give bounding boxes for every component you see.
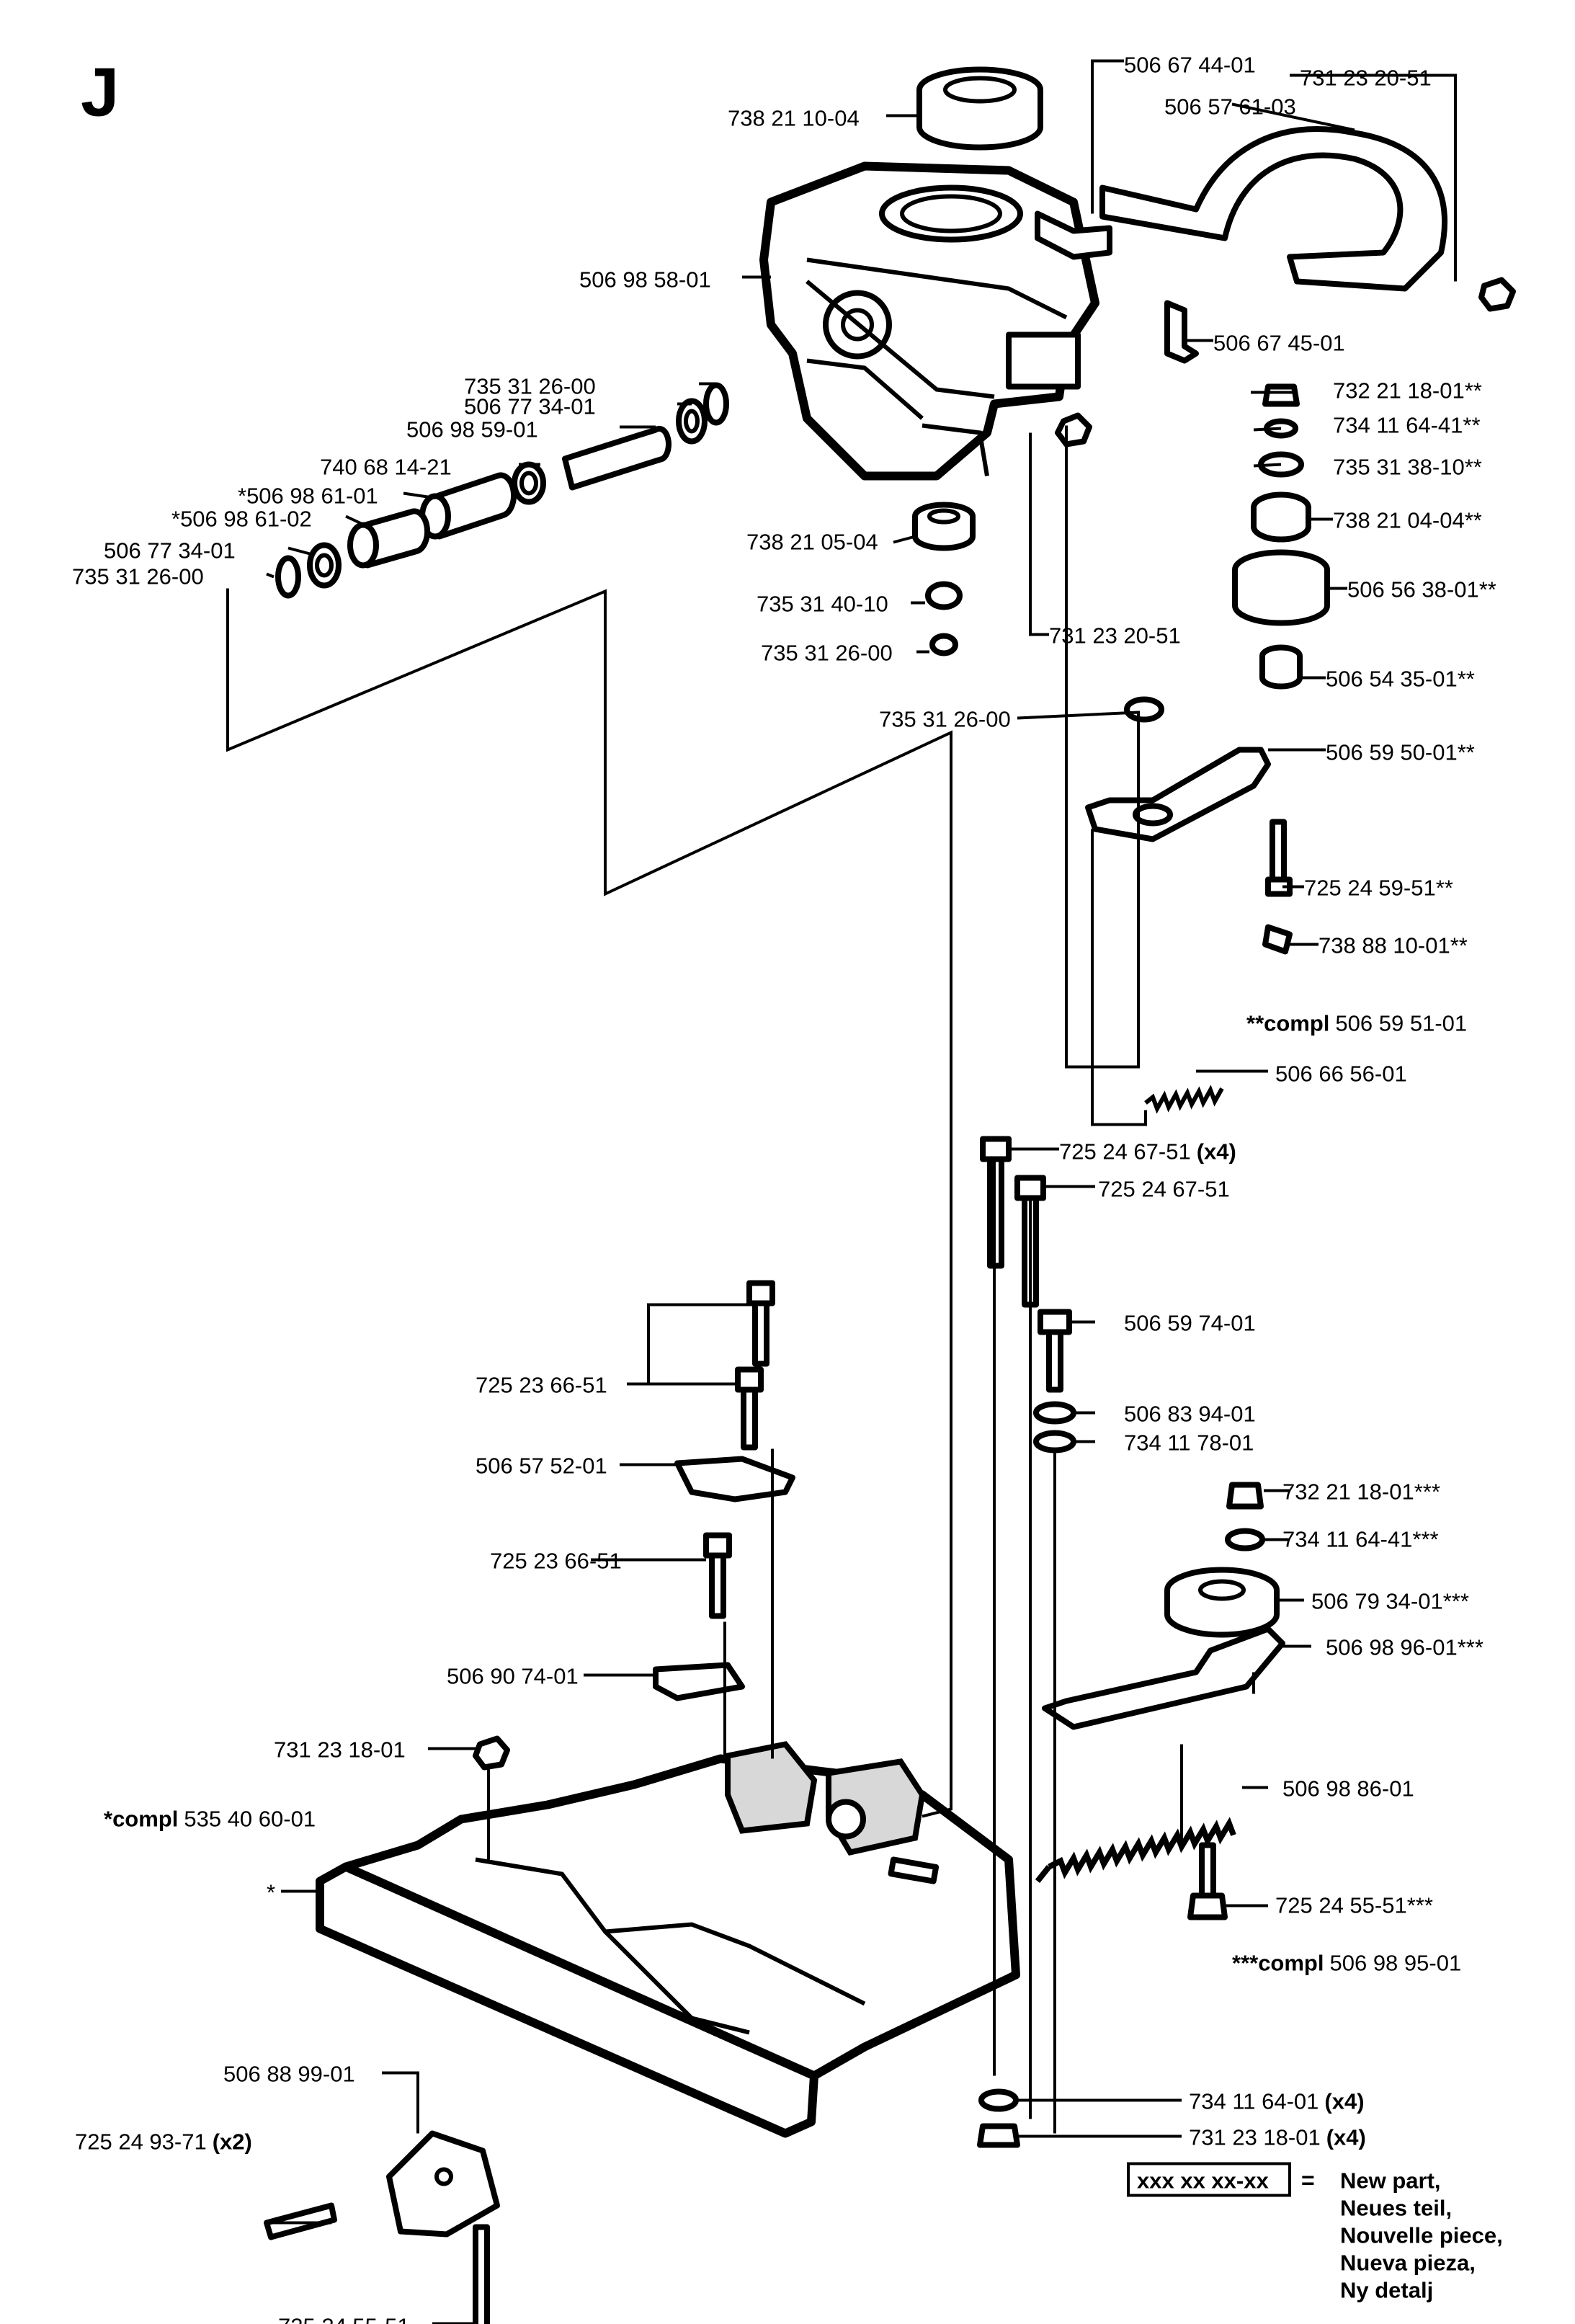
legend-line-5: Ny detalj xyxy=(1340,2278,1433,2303)
legend-line-3: Nouvelle piece, xyxy=(1340,2223,1503,2248)
label-734-11-64-41-a: 734 11 64-41** xyxy=(1333,413,1481,438)
label-506-98-61-01: *506 98 61-01 xyxy=(238,484,378,509)
shaft-parts xyxy=(275,382,729,599)
strap-506-57-61-03 xyxy=(1099,126,1447,292)
label-506-57-61-03: 506 57 61-03 xyxy=(1164,94,1296,120)
label-735-31-40-10: 735 31 40-10 xyxy=(757,592,888,617)
label-506-57-52-01: 506 57 52-01 xyxy=(476,1453,607,1479)
label-506-83-94-01: 506 83 94-01 xyxy=(1124,1402,1256,1427)
label-731-23-18-01-b: 731 23 18-01(x4) xyxy=(1189,2125,1366,2150)
label-725-24-59-51: 725 24 59-51** xyxy=(1304,876,1453,901)
hinge-bracket xyxy=(264,2130,500,2324)
left-bolts-brackets xyxy=(473,1280,795,1771)
arm-506-59-50-01 xyxy=(1085,747,1293,955)
label-506-66-56-01: 506 66 56-01 xyxy=(1275,1061,1407,1087)
right-stack-parts xyxy=(1232,383,1330,690)
legend: xxx xx xx-xx = New part, Neues teil, Nou… xyxy=(1127,2162,1503,2303)
label-740-68-14-21: 740 68 14-21 xyxy=(320,455,452,480)
label-506-59-50-01: 506 59 50-01** xyxy=(1326,740,1475,765)
long-bolts xyxy=(980,1136,1076,1453)
label-738-21-05-04: 738 21 05-04 xyxy=(746,530,878,555)
housing-506-98-58-01 xyxy=(759,161,1099,481)
label-738-21-10-04: 738 21 10-04 xyxy=(728,106,860,131)
legend-line-4: Nueva pieza, xyxy=(1340,2250,1476,2276)
label-506-98-86-01: 506 98 86-01 xyxy=(1282,1776,1414,1802)
legend-sample-number: xxx xx xx-xx xyxy=(1137,2168,1269,2194)
label-725-24-67-51-x4: 725 24 67-51(x4) xyxy=(1059,1139,1236,1165)
label-735-31-26-00-a: 735 31 26-00 xyxy=(464,374,596,399)
bracket-506-67-45-01 xyxy=(1164,300,1199,364)
label-725-24-67-51: 725 24 67-51 xyxy=(1098,1177,1230,1202)
label-738-88-10-01: 738 88 10-01** xyxy=(1319,933,1468,958)
lower-housing-parts xyxy=(912,502,1164,723)
label-734-11-64-01: 734 11 64-01(x4) xyxy=(1189,2089,1365,2114)
label-731-23-20-51-mid: 731 23 20-51 xyxy=(1049,623,1181,649)
label-506-54-35-01: 506 54 35-01** xyxy=(1326,667,1475,692)
label-731-23-20-51-top: 731 23 20-51 xyxy=(1300,66,1432,91)
label-506-98-61-02: *506 98 61-02 xyxy=(171,507,312,532)
label-506-98-59-01: 506 98 59-01 xyxy=(406,417,538,442)
part-labels: 506 67 44-01 731 23 20-51 506 57 61-03 7… xyxy=(72,53,1496,2324)
pulley-assembly xyxy=(1035,1482,1285,1920)
label-735-31-38-10: 735 31 38-10** xyxy=(1333,455,1482,480)
label-732-21-18-01-a: 732 21 18-01** xyxy=(1333,378,1482,404)
label-506-67-45-01: 506 67 45-01 xyxy=(1213,331,1345,356)
spring-506-66-56-01 xyxy=(1144,1085,1224,1114)
label-star: * xyxy=(267,1880,275,1905)
label-725-24-93-71: 725 24 93-71(x2) xyxy=(75,2129,252,2155)
label-738-21-04-04: 738 21 04-04** xyxy=(1333,508,1482,533)
label-506-77-34-01-b: 506 77 34-01 xyxy=(104,538,236,564)
bearing-738-21-10-04 xyxy=(916,66,1043,151)
label-506-98-58-01: 506 98 58-01 xyxy=(579,267,711,293)
bracket-506-67-44-01 xyxy=(1035,210,1112,260)
base-plate xyxy=(316,1741,1020,2138)
label-725-24-55-51-a: 725 24 55-51*** xyxy=(1275,1893,1433,1918)
label-731-23-18-01-a: 731 23 18-01 xyxy=(274,1737,406,1763)
label-735-31-26-00-b: 735 31 26-00 xyxy=(72,564,204,589)
legend-sample-box xyxy=(1127,2162,1291,2197)
bottom-washer-nut xyxy=(977,2088,1020,2148)
legend-line-1: New part, xyxy=(1340,2168,1441,2194)
label-725-23-66-51-b: 725 23 66-51 xyxy=(490,1549,622,1574)
label-506-88-99-01: 506 88 99-01 xyxy=(223,2062,355,2087)
label-734-11-78-01: 734 11 78-01 xyxy=(1124,1430,1254,1456)
label-506-77-34-01-a: 506 77 34-01 xyxy=(464,394,596,419)
label-725-23-66-51-a: 725 23 66-51 xyxy=(476,1373,607,1398)
nut-731-23-20-51-mid xyxy=(1055,412,1092,448)
label-735-31-26-00-c: 735 31 26-00 xyxy=(761,641,893,666)
label-732-21-18-01-b: 732 21 18-01*** xyxy=(1282,1479,1440,1505)
legend-equals: = xyxy=(1301,2168,1315,2194)
label-506-79-34-01: 506 79 34-01*** xyxy=(1311,1589,1469,1614)
nut-731-23-20-51-top xyxy=(1478,277,1516,312)
label-506-90-74-01: 506 90 74-01 xyxy=(447,1664,579,1689)
label-735-31-26-00-d: 735 31 26-00 xyxy=(879,707,1011,732)
label-506-56-38-01: 506 56 38-01** xyxy=(1347,577,1496,602)
section-letter: J xyxy=(81,54,119,131)
leader-lines xyxy=(226,59,1457,2324)
legend-line-2: Neues teil, xyxy=(1340,2196,1452,2221)
label-734-11-64-41-b: 734 11 64-41*** xyxy=(1282,1527,1439,1552)
label-506-98-96-01: 506 98 96-01*** xyxy=(1326,1635,1483,1660)
label-506-67-44-01: 506 67 44-01 xyxy=(1124,53,1256,78)
label-506-59-74-01: 506 59 74-01 xyxy=(1124,1311,1256,1336)
label-725-24-55-51-b: 725 24 55-51 xyxy=(278,2314,410,2324)
